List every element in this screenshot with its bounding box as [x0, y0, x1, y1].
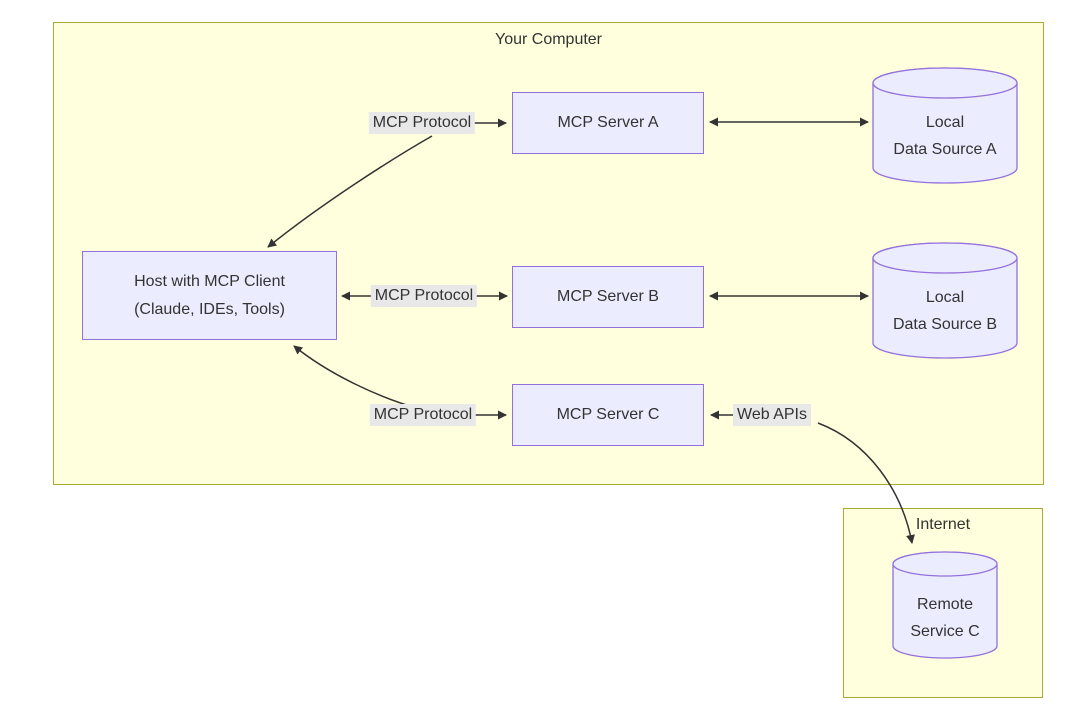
mcp-server-b-node: MCP Server B — [512, 266, 704, 328]
edge-label-mcp-protocol-a: MCP Protocol — [368, 112, 476, 134]
mcp-server-a-label: MCP Server A — [557, 114, 659, 131]
mcp-server-c-node: MCP Server C — [512, 384, 704, 446]
local-data-source-b-cylinder — [872, 242, 1018, 359]
host-node: Host with MCP Client (Claude, IDEs, Tool… — [82, 251, 337, 340]
edge-label-mcp-protocol-c: MCP Protocol — [369, 404, 477, 426]
edge-webapis-to-remote-c — [817, 422, 915, 544]
edge-label-mcp-protocol-b: MCP Protocol — [370, 285, 478, 307]
edge-protocol-c-to-host — [293, 345, 421, 410]
mcp-server-c-label: MCP Server C — [556, 406, 660, 423]
edge-protocol-a-to-host — [267, 135, 433, 248]
internet-container: Internet — [843, 508, 1043, 698]
your-computer-label: Your Computer — [494, 31, 603, 48]
host-node-line2: (Claude, IDEs, Tools) — [134, 300, 285, 318]
edge-label-web-apis: Web APIs — [733, 404, 811, 426]
host-node-line1: Host with MCP Client — [134, 272, 285, 290]
mcp-server-a-node: MCP Server A — [512, 92, 704, 154]
remote-service-c-cylinder — [892, 551, 998, 659]
internet-label: Internet — [915, 516, 971, 533]
local-data-source-a-cylinder — [872, 67, 1018, 184]
mcp-server-b-label: MCP Server B — [557, 288, 659, 305]
